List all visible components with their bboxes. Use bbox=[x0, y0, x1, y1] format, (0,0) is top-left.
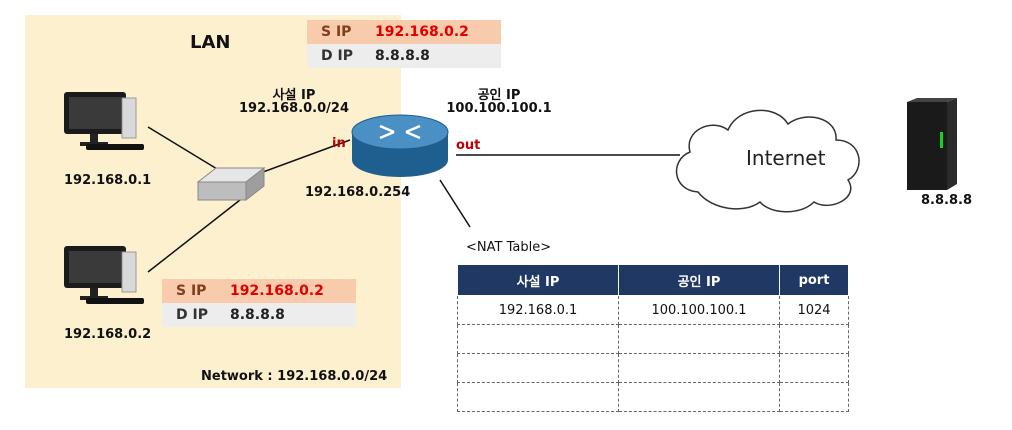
source-ip-row: S IP 192.168.0.2 bbox=[307, 20, 501, 44]
nat-header-port: port bbox=[779, 264, 849, 296]
private-subnet-label: 192.168.0.0/24 bbox=[238, 101, 350, 116]
link-router-nattable bbox=[439, 179, 471, 228]
pc1-computer-icon bbox=[64, 92, 144, 150]
public-ip-value: 100.100.100.1 bbox=[446, 101, 552, 116]
source-ip-key: S IP bbox=[321, 24, 352, 40]
table-row: 192.168.0.1 100.100.100.1 1024 bbox=[457, 295, 849, 325]
nat-cell-port bbox=[779, 324, 849, 354]
link-pc1-switch bbox=[147, 126, 223, 173]
nat-cell-public-ip bbox=[618, 382, 780, 412]
nat-header-public-ip: 공인 IP bbox=[618, 264, 780, 296]
dest-ip-row: D IP 8.8.8.8 bbox=[307, 44, 501, 68]
nat-cell-public-ip bbox=[618, 324, 780, 354]
internet-label: Internet bbox=[746, 146, 826, 170]
table-row bbox=[457, 324, 849, 354]
nat-cell-port: 1024 bbox=[779, 295, 849, 325]
server-ip-label: 8.8.8.8 bbox=[921, 193, 972, 208]
link-pc2-switch bbox=[147, 199, 241, 273]
switch-icon bbox=[196, 166, 266, 202]
private-ip-label: 사설 IP bbox=[272, 88, 316, 103]
nat-cell-port bbox=[779, 353, 849, 383]
nat-cell-public-ip bbox=[618, 353, 780, 383]
server-icon bbox=[907, 98, 957, 190]
packet-header-bottom: S IP 192.168.0.2 D IP 8.8.8.8 bbox=[162, 279, 356, 327]
router-out-label: out bbox=[456, 138, 481, 153]
nat-cell-private-ip bbox=[457, 324, 619, 354]
nat-cell-private-ip: 192.168.0.1 bbox=[457, 295, 619, 325]
packet-header-top: S IP 192.168.0.2 D IP 8.8.8.8 bbox=[307, 20, 501, 68]
source-ip-key: S IP bbox=[176, 283, 207, 299]
dest-ip-value: 8.8.8.8 bbox=[375, 48, 430, 64]
dest-ip-row: D IP 8.8.8.8 bbox=[162, 303, 356, 327]
source-ip-value: 192.168.0.2 bbox=[375, 24, 469, 40]
source-ip-value: 192.168.0.2 bbox=[230, 283, 324, 299]
dest-ip-value: 8.8.8.8 bbox=[230, 307, 285, 323]
nat-cell-private-ip bbox=[457, 382, 619, 412]
public-ip-label: 공인 IP bbox=[477, 88, 521, 103]
table-row bbox=[457, 353, 849, 383]
nat-table-caption: <NAT Table> bbox=[466, 240, 552, 255]
pc2-computer-icon bbox=[64, 246, 144, 304]
pc1-ip-label: 192.168.0.1 bbox=[64, 173, 152, 188]
nat-table: 사설 IP 공인 IP port 192.168.0.1 100.100.100… bbox=[457, 264, 849, 412]
router-in-label: in bbox=[332, 136, 346, 151]
dest-ip-key: D IP bbox=[321, 48, 353, 64]
nat-header-row: 사설 IP 공인 IP port bbox=[457, 264, 849, 296]
router-ip-label: 192.168.0.254 bbox=[305, 185, 411, 200]
nat-cell-port bbox=[779, 382, 849, 412]
nat-header-private-ip: 사설 IP bbox=[457, 264, 619, 296]
nat-cell-private-ip bbox=[457, 353, 619, 383]
internet-cloud-icon bbox=[675, 109, 860, 213]
nat-cell-public-ip: 100.100.100.1 bbox=[618, 295, 780, 325]
lan-title: LAN bbox=[190, 32, 231, 53]
pc2-ip-label: 192.168.0.2 bbox=[64, 327, 152, 342]
network-label: Network : 192.168.0.0/24 bbox=[201, 369, 388, 384]
link-switch-router bbox=[251, 139, 351, 177]
table-row bbox=[457, 382, 849, 412]
dest-ip-key: D IP bbox=[176, 307, 208, 323]
router-icon bbox=[351, 114, 449, 177]
source-ip-row: S IP 192.168.0.2 bbox=[162, 279, 356, 303]
